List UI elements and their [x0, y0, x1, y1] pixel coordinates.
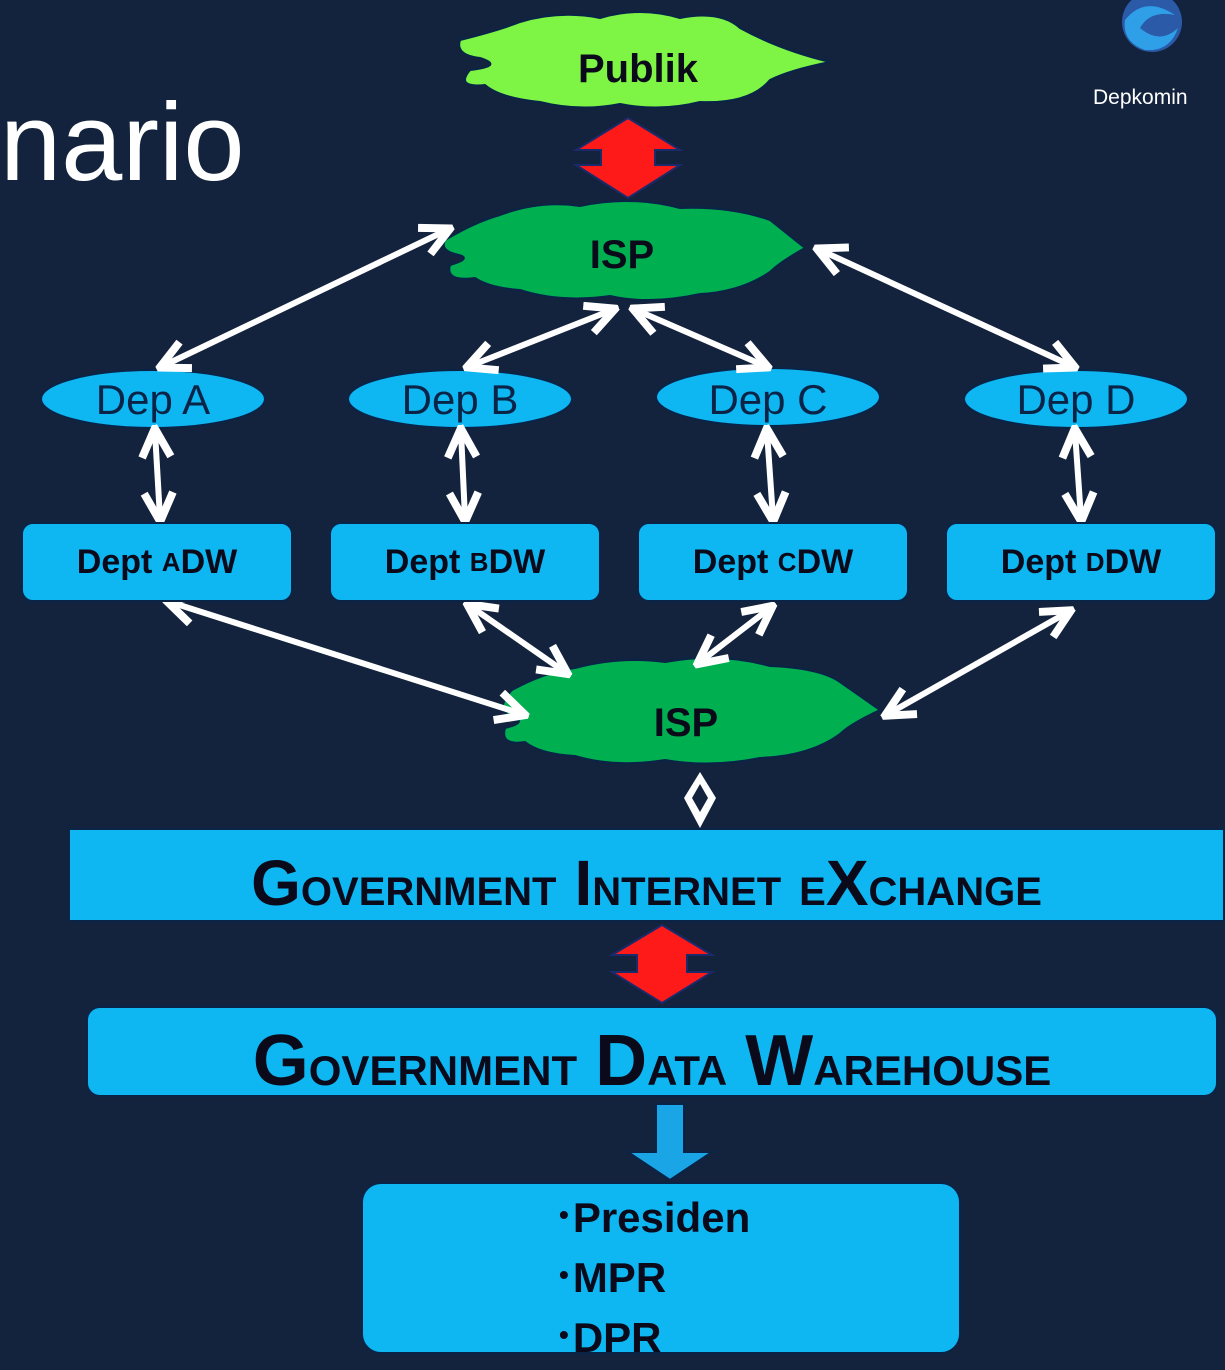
dep-a-label: Dep A: [96, 376, 210, 423]
isp-bottom-cloud: [502, 656, 882, 765]
dept-a-dw-prefix: Dept: [76, 542, 153, 581]
dept-c-dw-prefix: Dept: [692, 542, 769, 581]
dep-d-label: Dep D: [1016, 376, 1135, 423]
dw-d-isp-arrow: [888, 612, 1068, 714]
depkominfo-logo-icon: [1122, 0, 1182, 52]
dept-c-dw-suffix: DW: [796, 542, 854, 581]
dw-c-isp-arrow: [700, 608, 770, 662]
dw-b-isp-arrow: [470, 606, 565, 672]
isp-dep-b-arrow: [470, 310, 612, 366]
publik-isp-link-arrow: [572, 116, 684, 200]
isp-dep-a-arrow: [163, 230, 447, 366]
dept-c-dw-letter: C: [777, 546, 797, 577]
dep-b-dw-arrow: [461, 432, 465, 518]
dept-d-dw-suffix: DW: [1104, 542, 1162, 581]
dept-b-dw-prefix: Dept: [384, 542, 461, 581]
gix-word1-cap: G: [251, 847, 301, 919]
gix-word2-cap: I: [574, 847, 593, 919]
isp-gix-link-arrow: [684, 772, 716, 828]
dep-b-label: Dep B: [402, 376, 519, 423]
isp-dep-d-arrow: [820, 250, 1072, 366]
gdw-word1-rest: OVERNMENT: [308, 1047, 578, 1094]
dep-c-dw-arrow: [767, 432, 773, 518]
logo-text: Depkomin: [1093, 86, 1188, 109]
isp-top-label: ISP: [590, 233, 654, 277]
gix-word3-cap: X: [825, 847, 869, 919]
dept-a-dw-suffix: DW: [180, 542, 238, 581]
recipient-mpr: MPR: [559, 1250, 959, 1310]
gix-word3-pre: E: [799, 870, 826, 914]
isp-bottom-label: ISP: [654, 701, 718, 745]
recipients-list: Presiden MPR DPR: [363, 1184, 959, 1370]
gdw-word3-rest: AREHOUSE: [813, 1047, 1052, 1094]
gdw-recipients-arrow: [624, 1103, 716, 1182]
recipient-presiden: Presiden: [559, 1190, 959, 1250]
slide-title: nario: [0, 81, 245, 204]
dep-d-dw-arrow: [1075, 432, 1081, 518]
dep-c-label: Dep C: [708, 376, 827, 423]
dept-b-dw-suffix: DW: [488, 542, 546, 581]
dept-d-dw-prefix: Dept: [1000, 542, 1077, 581]
dept-d-dw-letter: D: [1085, 546, 1105, 577]
dw-a-isp-arrow: [170, 602, 522, 714]
gix-word2-rest: NTERNET: [592, 870, 782, 914]
publik-label: Publik: [578, 47, 699, 91]
gix-word1-rest: OVERNMENT: [300, 870, 557, 914]
gdw-word2-rest: ATA: [647, 1047, 728, 1094]
publik-cloud: [458, 11, 831, 109]
gdw-word1-cap: G: [252, 1021, 309, 1101]
gix-word3-rest: CHANGE: [868, 870, 1042, 914]
recipients-box: Presiden MPR DPR: [361, 1182, 961, 1361]
gix-gdw-link-arrow: [608, 923, 716, 1005]
gdw-word3-cap: W: [745, 1021, 814, 1101]
dept-b-dw-letter: B: [469, 546, 489, 577]
gdw-word2-cap: D: [595, 1021, 648, 1101]
recipient-dpr: DPR: [559, 1310, 959, 1370]
dept-a-dw-letter: A: [161, 546, 181, 577]
isp-dep-c-arrow: [636, 310, 765, 366]
dep-a-dw-arrow: [155, 432, 160, 518]
